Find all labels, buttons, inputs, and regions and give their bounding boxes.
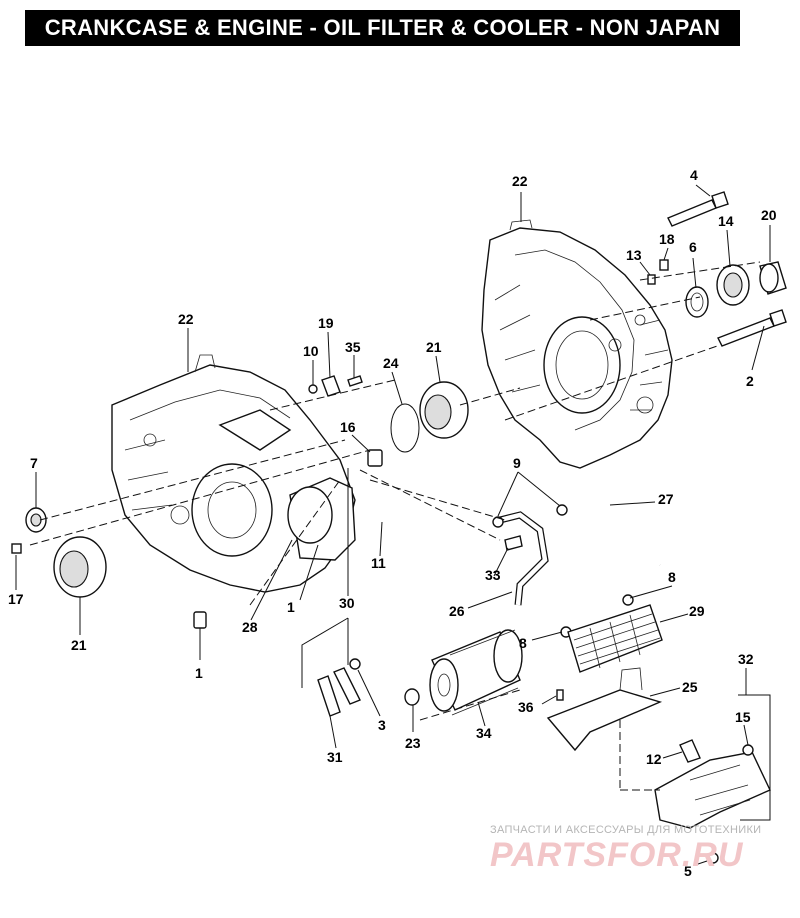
callout-9: 9 <box>513 455 521 471</box>
callout-18: 18 <box>659 231 675 247</box>
fitting-33[interactable] <box>504 535 523 551</box>
sleeve-20[interactable] <box>759 261 787 295</box>
callout-8: 8 <box>519 635 527 651</box>
nut-15[interactable] <box>742 744 754 756</box>
dowel-17[interactable] <box>11 543 22 554</box>
callout-10: 10 <box>303 343 319 359</box>
callout-20: 20 <box>761 207 777 223</box>
callout-3: 3 <box>378 717 386 733</box>
link-plate-31[interactable] <box>317 667 361 717</box>
bearing-21-lower[interactable] <box>53 536 107 598</box>
callout-32: 32 <box>738 651 754 667</box>
cooler-bracket-25[interactable] <box>546 667 663 752</box>
dowel-18[interactable] <box>659 259 669 271</box>
watermark-subtitle: ЗАПЧАСТИ И АКСЕССУАРЫ ДЛЯ МОТОТЕХНИКИ <box>490 824 762 836</box>
callout-23: 23 <box>405 735 421 751</box>
retaining-ring-24[interactable] <box>390 403 420 453</box>
callout-4: 4 <box>690 167 698 183</box>
callout-26: 26 <box>449 603 465 619</box>
bearing-21-upper[interactable] <box>419 381 469 439</box>
oil-filter-adapter-28[interactable] <box>287 477 356 561</box>
clamp-9[interactable] <box>492 504 568 528</box>
callout-7: 7 <box>30 455 38 471</box>
callout-19: 19 <box>318 315 334 331</box>
bearing-7[interactable] <box>25 507 47 533</box>
callout-2: 2 <box>746 373 754 389</box>
callout-22: 22 <box>512 173 528 189</box>
callout-numbers: 22 4 14 20 18 13 6 22 19 10 35 24 21 2 7… <box>8 167 777 879</box>
callout-1: 1 <box>195 665 203 681</box>
callout-15: 15 <box>735 709 751 725</box>
callout-33: 33 <box>485 567 501 583</box>
bolt-2[interactable] <box>717 309 787 347</box>
callout-6: 6 <box>689 239 697 255</box>
callout-27: 27 <box>658 491 674 507</box>
oil-hose-27[interactable] <box>559 497 662 567</box>
callout-8: 8 <box>668 569 676 585</box>
callout-11: 11 <box>371 555 386 571</box>
bearing-14[interactable] <box>716 264 750 306</box>
callout-12: 12 <box>646 751 662 767</box>
callout-21: 21 <box>71 637 87 653</box>
callout-13: 13 <box>626 247 642 263</box>
callout-30: 30 <box>339 595 355 611</box>
callout-21: 21 <box>426 339 442 355</box>
fastener-3[interactable] <box>349 658 361 670</box>
breather-assembly-19[interactable] <box>308 375 363 397</box>
alignment-lines <box>29 261 761 791</box>
nipple-23[interactable] <box>404 688 420 706</box>
callout-22: 22 <box>178 311 194 327</box>
callout-1: 1 <box>287 599 295 615</box>
callout-35: 35 <box>345 339 361 355</box>
callout-17: 17 <box>8 591 24 607</box>
callout-34: 34 <box>476 725 492 741</box>
callout-5: 5 <box>684 863 692 879</box>
diagram-title: CRANKCASE & ENGINE - OIL FILTER & COOLER… <box>25 10 740 46</box>
callout-14: 14 <box>718 213 734 229</box>
callout-36: 36 <box>518 699 534 715</box>
callout-29: 29 <box>689 603 705 619</box>
callout-16: 16 <box>340 419 356 435</box>
oil-filter-34[interactable] <box>429 629 523 716</box>
leader-lines <box>15 184 771 866</box>
seal-6[interactable] <box>685 286 709 318</box>
plug-1[interactable] <box>193 611 207 629</box>
nut-5[interactable] <box>707 852 719 864</box>
watermark-logo: PARTSFOR.RU <box>490 836 744 874</box>
callout-25: 25 <box>682 679 698 695</box>
screw-36[interactable] <box>556 689 564 701</box>
dowel-13[interactable] <box>647 274 656 285</box>
callout-28: 28 <box>242 619 258 635</box>
heat-shield-32[interactable] <box>654 751 771 829</box>
callout-31: 31 <box>327 749 343 765</box>
right-crankcase-half[interactable] <box>481 219 673 469</box>
oil-hose-26[interactable] <box>499 511 549 606</box>
bolt-4[interactable] <box>667 191 729 227</box>
bracket-12[interactable] <box>679 739 701 763</box>
oil-cooler-29[interactable] <box>567 604 663 673</box>
callout-24: 24 <box>383 355 399 371</box>
pin-16[interactable] <box>367 449 383 467</box>
